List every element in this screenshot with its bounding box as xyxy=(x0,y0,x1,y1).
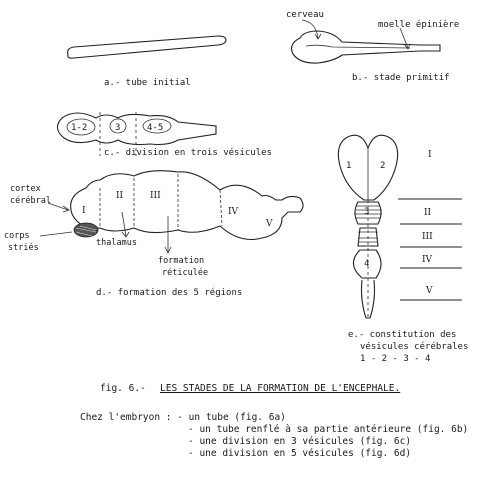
vesicle-oval-1-2 xyxy=(66,118,96,136)
vesicle-number-4: 4 xyxy=(364,259,369,269)
region-label-I: I xyxy=(82,206,86,216)
label-corps: corps xyxy=(4,231,30,241)
vesicle-number-1: 1 xyxy=(346,161,351,171)
arrow-moelle xyxy=(399,27,409,49)
panel-c: 1-2 3 4-5 c.- division en trois vésicule… xyxy=(56,112,272,158)
e-region-IV: IV xyxy=(422,255,433,265)
vesicle-label-4-5: 4-5 xyxy=(147,123,163,133)
vesicle-number-3: 3 xyxy=(364,207,369,217)
summary-line-2: - un tube renflé à sa partie antérieure … xyxy=(188,424,469,435)
panel-a: a.- tube initial xyxy=(67,35,227,88)
panel-a-caption: a.- tube initial xyxy=(104,78,191,88)
e-region-I: I xyxy=(428,150,432,160)
arrow-stries xyxy=(39,231,73,237)
five-region-tube xyxy=(70,170,304,241)
initial-tube xyxy=(67,35,227,59)
figure-title: LES STADES DE LA FORMATION DE L'ENCEPHAL… xyxy=(160,383,401,394)
label-reticulee: réticulée xyxy=(162,267,208,278)
label-cortex: cortex xyxy=(10,184,41,194)
panel-e-caption-3: 1 - 2 - 3 - 4 xyxy=(360,354,430,364)
summary-line-3: - une division en 3 vésicules (fig. 6c) xyxy=(188,436,412,447)
region-label-V: V xyxy=(265,219,273,229)
arrow-cortex-head xyxy=(62,205,70,213)
panel-e-caption-2: vésicules cérébrales xyxy=(360,341,468,352)
label-formation: formation xyxy=(158,256,204,266)
label-cerebral: cérébral xyxy=(10,195,51,206)
arrow-thalamus xyxy=(121,211,127,237)
label-moelle-epiniere: moelle épinière xyxy=(378,19,459,30)
panel-d-caption: d.- formation des 5 régions xyxy=(96,287,242,298)
e-region-II: II xyxy=(424,208,432,218)
e-region-V: V xyxy=(425,286,433,296)
arrow-reticulee-head xyxy=(164,246,172,254)
inner-canal xyxy=(305,44,411,49)
label-thalamus: thalamus xyxy=(96,238,137,248)
vesicle-label-1-2: 1-2 xyxy=(71,123,87,133)
arrow-cerveau-head xyxy=(314,33,322,40)
paired-hemispheres xyxy=(337,134,399,201)
summary-intro: Chez l'embryon : - un tube (fig. 6a) xyxy=(80,412,286,423)
three-vesicle-tube xyxy=(56,112,217,146)
arrow-moelle-head xyxy=(403,43,411,50)
inner-divisions xyxy=(99,174,223,230)
spinal-tail xyxy=(360,279,376,319)
label-cerveau: cerveau xyxy=(286,10,324,20)
figure-number: fig. 6.- xyxy=(100,383,146,394)
summary-line-4: - une division en 5 vésicules (fig. 6d) xyxy=(188,448,412,459)
region-label-II: II xyxy=(116,191,124,201)
connector-III xyxy=(357,227,379,247)
region-label-IV: IV xyxy=(228,207,239,217)
vesicle-oval-4-5 xyxy=(142,118,172,134)
panel-c-caption: c.- division en trois vésicules xyxy=(104,147,272,158)
arrow-thalamus-head xyxy=(121,231,130,238)
region-label-III: III xyxy=(150,191,161,201)
panel-e: 1 2 3 4 I II III IV V e.- constitution d… xyxy=(337,134,468,364)
corps-stries-hatch xyxy=(75,225,97,237)
primitive-brain-tube xyxy=(291,30,441,64)
vesicle-label-3: 3 xyxy=(115,123,120,133)
vesicle-oval-3 xyxy=(109,118,127,134)
vesicle-4-body xyxy=(352,249,382,279)
panel-b-caption: b.- stade primitif xyxy=(352,73,450,83)
arrow-cerveau xyxy=(301,19,319,39)
label-stries: striés xyxy=(8,242,39,253)
panel-d: I II III IV V cortex cérébral corps stri… xyxy=(4,170,304,298)
e-region-III: III xyxy=(422,232,433,242)
panel-b: cerveau moelle épinière b.- stade primit… xyxy=(286,10,459,83)
panel-e-caption-1: e.- constitution des xyxy=(348,330,456,340)
arrow-cortex xyxy=(47,202,69,211)
vesicle-number-2: 2 xyxy=(380,161,385,171)
